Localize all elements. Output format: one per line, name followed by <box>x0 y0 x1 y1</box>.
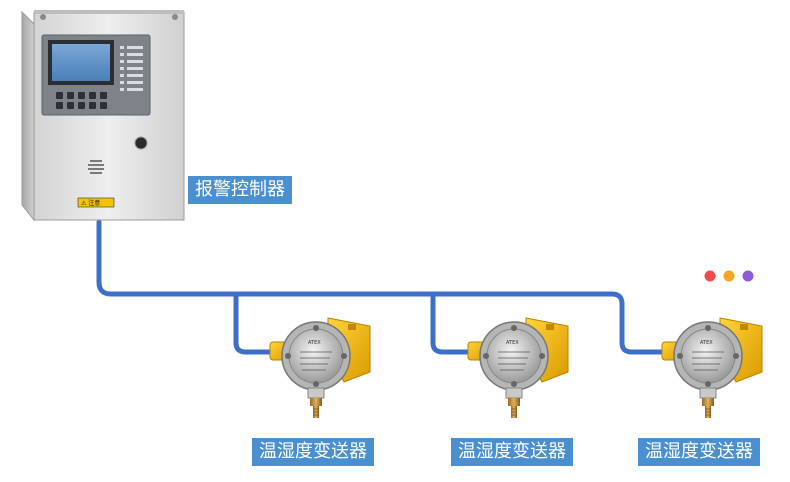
branch-cable-1 <box>233 291 275 355</box>
branch-cable-2 <box>430 291 473 355</box>
warning-sticker-text: ⚠ 注意 <box>81 199 100 207</box>
red-dot-icon <box>704 270 716 282</box>
controller-label: 报警控制器 <box>188 176 292 204</box>
temperature-humidity-transmitter-1 <box>269 317 371 419</box>
sensor-label-1: 温湿度变送器 <box>252 438 374 466</box>
temperature-humidity-transmitter-3 <box>661 317 763 419</box>
decorative-dots <box>704 270 754 282</box>
cable-network <box>96 219 667 355</box>
key-lock-icon <box>134 136 148 150</box>
controller-screen <box>52 44 110 81</box>
purple-dot-icon <box>742 270 754 282</box>
orange-dot-icon <box>723 270 735 282</box>
sensor-label-2: 温湿度变送器 <box>451 438 573 466</box>
temperature-humidity-transmitter-2 <box>467 317 569 419</box>
main-cable <box>96 219 667 355</box>
warning-sticker <box>77 197 115 208</box>
speaker-grille-icon <box>88 160 104 174</box>
alarm-controller: ⚠ 注意 <box>21 10 185 222</box>
sensor-label-3: 温湿度变送器 <box>638 438 760 466</box>
